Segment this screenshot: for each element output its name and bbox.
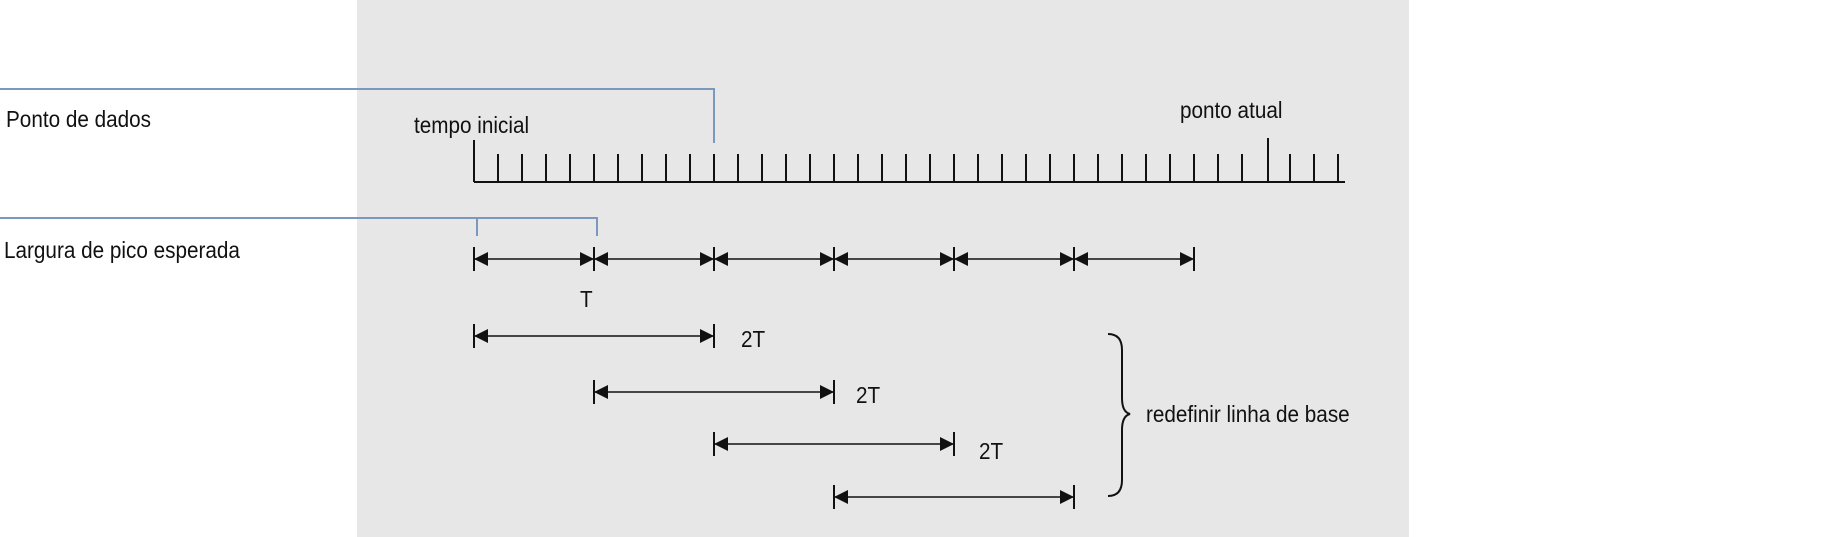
peak-width-label: Largura de pico esperada — [4, 237, 240, 263]
reset-baseline-label: redefinir linha de base — [1146, 401, 1350, 427]
data-point-label: Ponto de dados — [6, 106, 152, 132]
two-t-label-1: 2T — [741, 326, 766, 352]
two-t-label-2: 2T — [856, 382, 881, 408]
current-point-label: ponto atual — [1180, 97, 1283, 123]
reset-brace — [1107, 333, 1131, 497]
two-t-windows — [473, 324, 1075, 509]
data-point-callout-line — [0, 88, 715, 143]
two-t-window — [473, 324, 715, 348]
two-t-window — [593, 380, 835, 404]
t-label: T — [580, 286, 593, 312]
two-t-window — [833, 485, 1075, 509]
peak-width-callout-line — [0, 217, 598, 236]
t-interval-row — [473, 247, 1195, 271]
start-time-label: tempo inicial — [414, 112, 530, 138]
two-t-label-3: 2T — [979, 438, 1004, 464]
two-t-window — [713, 432, 955, 456]
timeline-axis — [473, 138, 1345, 183]
